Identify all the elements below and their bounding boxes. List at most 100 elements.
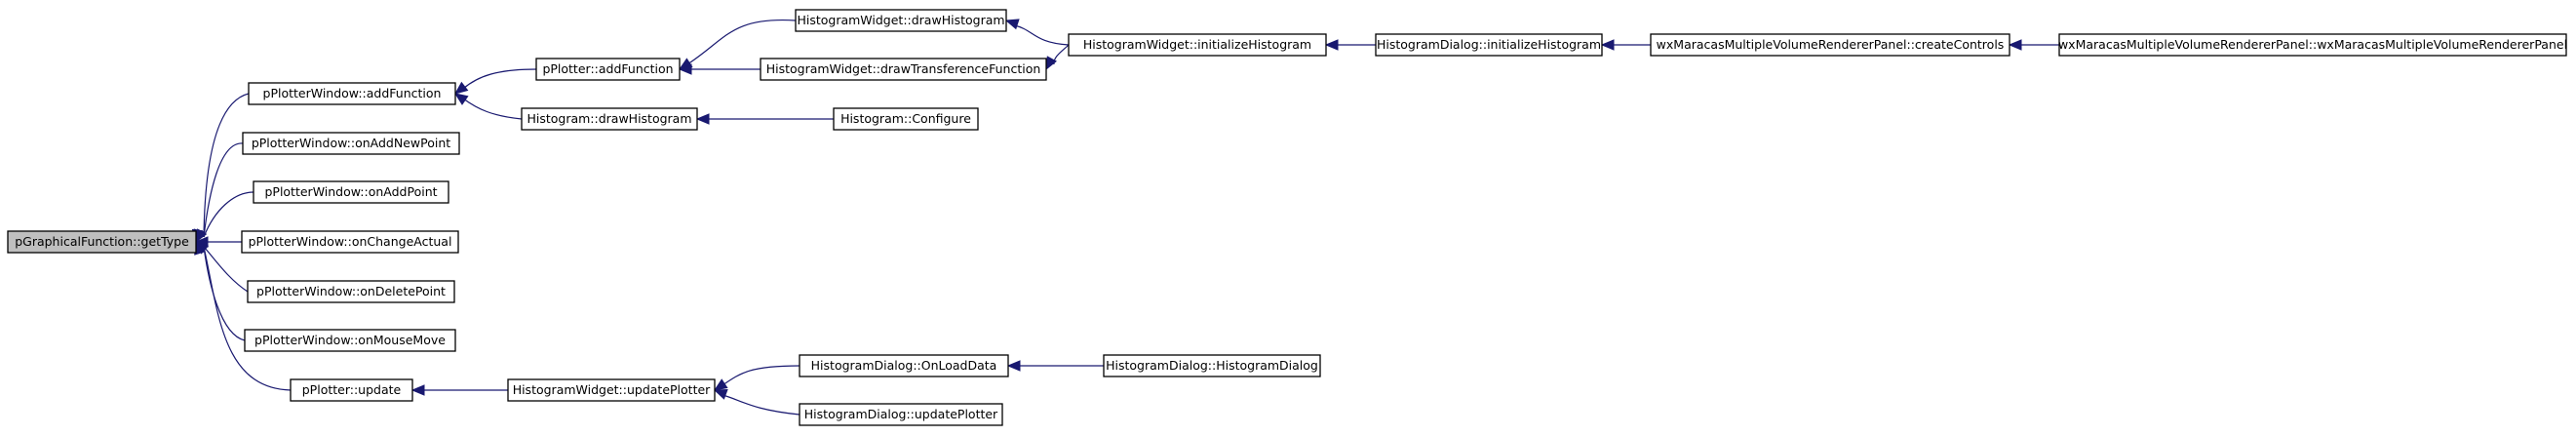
call-edge (695, 113, 834, 125)
edge-line (203, 191, 254, 238)
node-label: HistogramDialog::updatePlotter (804, 407, 998, 421)
node-box (1375, 33, 1603, 57)
function-node[interactable]: HistogramWidget::drawHistogram (795, 9, 1007, 32)
edge-line (722, 365, 800, 386)
function-node[interactable]: HistogramDialog::HistogramDialog (1103, 354, 1321, 377)
function-node[interactable]: pPlotter::addFunction (535, 58, 681, 81)
arrowhead-icon (695, 113, 710, 125)
call-edge (453, 68, 537, 95)
function-node[interactable]: wxMaracasMultipleVolumeRendererPanel::wx… (2058, 33, 2567, 57)
node-label: HistogramDialog::initializeHistogram (1377, 37, 1601, 52)
function-node[interactable]: pPlotterWindow::onDeletePoint (247, 280, 455, 303)
edges-layer (191, 19, 2059, 416)
node-box (1068, 33, 1327, 57)
node-label: pPlotterWindow::onDeletePoint (256, 284, 446, 298)
node-label: HistogramWidget::updatePlotter (513, 382, 711, 397)
node-box (1650, 33, 2010, 57)
node-label: pPlotterWindow::onAddPoint (264, 184, 437, 199)
arrowhead-icon (713, 388, 728, 400)
call-edge (453, 93, 523, 120)
call-edge (193, 142, 244, 244)
node-label: pPlotterWindow::onMouseMove (254, 333, 446, 347)
node-box (760, 58, 1047, 81)
node-label: pGraphicalFunction::getType (15, 234, 189, 249)
arrowhead-icon (1045, 56, 1057, 71)
call-edge (410, 384, 508, 396)
function-node[interactable]: HistogramDialog::initializeHistogram (1375, 33, 1603, 57)
node-box (244, 329, 456, 352)
call-edge (1600, 39, 1651, 51)
function-node[interactable]: HistogramWidget::initializeHistogram (1068, 33, 1327, 57)
function-node[interactable]: wxMaracasMultipleVolumeRendererPanel::cr… (1650, 33, 2010, 57)
function-node[interactable]: HistogramWidget::updatePlotter (507, 378, 716, 402)
call-edge (1324, 39, 1376, 51)
edge-line (203, 246, 249, 293)
node-box (248, 82, 456, 105)
node-box (833, 107, 979, 131)
node-box (507, 378, 716, 402)
node-box (799, 354, 1009, 377)
arrowhead-icon (2008, 39, 2022, 51)
function-node[interactable]: pPlotter::update (290, 378, 413, 402)
call-edge (191, 93, 250, 244)
node-label: Histogram::Configure (840, 111, 971, 126)
node-box (290, 378, 413, 402)
node-label: HistogramWidget::initializeHistogram (1083, 37, 1311, 52)
arrowhead-icon (1324, 39, 1339, 51)
arrowhead-icon (410, 384, 425, 396)
arrowhead-icon (678, 63, 692, 75)
edge-line (203, 142, 244, 238)
function-node[interactable]: HistogramDialog::OnLoadData (799, 354, 1009, 377)
node-box (242, 132, 460, 155)
node-label: wxMaracasMultipleVolumeRendererPanel::cr… (1657, 37, 2005, 52)
node-box (241, 230, 459, 254)
function-node[interactable]: pPlotterWindow::onAddPoint (253, 180, 449, 204)
edge-line (203, 93, 250, 238)
node-label: pPlotter::addFunction (542, 61, 673, 76)
edge-line (203, 246, 292, 391)
node-label: HistogramDialog::OnLoadData (811, 358, 997, 373)
arrowhead-icon (1006, 360, 1021, 372)
node-box (535, 58, 681, 81)
function-node[interactable]: Histogram::drawHistogram (521, 107, 698, 131)
root-function-node[interactable]: pGraphicalFunction::getType (7, 230, 197, 254)
node-box (7, 230, 197, 254)
node-label: wxMaracasMultipleVolumeRendererPanel::wx… (2058, 37, 2567, 52)
node-box (521, 107, 698, 131)
function-node[interactable]: pPlotterWindow::onChangeActual (241, 230, 459, 254)
edge-line (203, 246, 246, 341)
node-box (1103, 354, 1321, 377)
function-node[interactable]: pPlotterWindow::onAddNewPoint (242, 132, 460, 155)
function-node[interactable]: HistogramWidget::drawTransferenceFunctio… (760, 58, 1047, 81)
function-node[interactable]: Histogram::Configure (833, 107, 979, 131)
call-edge (195, 191, 254, 244)
node-box (247, 280, 455, 303)
node-box (2058, 33, 2567, 57)
call-edge (713, 388, 800, 416)
node-label: Histogram::drawHistogram (527, 111, 691, 126)
node-label: pPlotter::update (302, 382, 402, 397)
arrowhead-icon (453, 81, 469, 95)
edge-line (462, 98, 523, 120)
edge-line (462, 68, 537, 90)
arrowhead-icon (1600, 39, 1615, 51)
edge-line (1013, 24, 1070, 46)
call-edge (194, 240, 246, 341)
call-edge (194, 240, 292, 391)
arrowhead-icon (1004, 19, 1020, 30)
call-edge (1006, 360, 1104, 372)
arrowhead-icon (453, 93, 469, 105)
call-edge (678, 63, 761, 75)
call-edge (713, 365, 800, 391)
node-label: pPlotterWindow::onAddNewPoint (252, 136, 450, 150)
node-box (253, 180, 449, 204)
node-box (799, 403, 1003, 426)
function-node[interactable]: pPlotterWindow::onMouseMove (244, 329, 456, 352)
node-label: pPlotterWindow::addFunction (263, 86, 442, 100)
call-edge (1004, 19, 1070, 46)
call-edge (1045, 44, 1070, 71)
nodes-layer: pGraphicalFunction::getTypepPlotterWindo… (7, 9, 2567, 426)
function-node[interactable]: pPlotterWindow::addFunction (248, 82, 456, 105)
function-node[interactable]: HistogramDialog::updatePlotter (799, 403, 1003, 426)
arrowhead-icon (195, 228, 208, 244)
